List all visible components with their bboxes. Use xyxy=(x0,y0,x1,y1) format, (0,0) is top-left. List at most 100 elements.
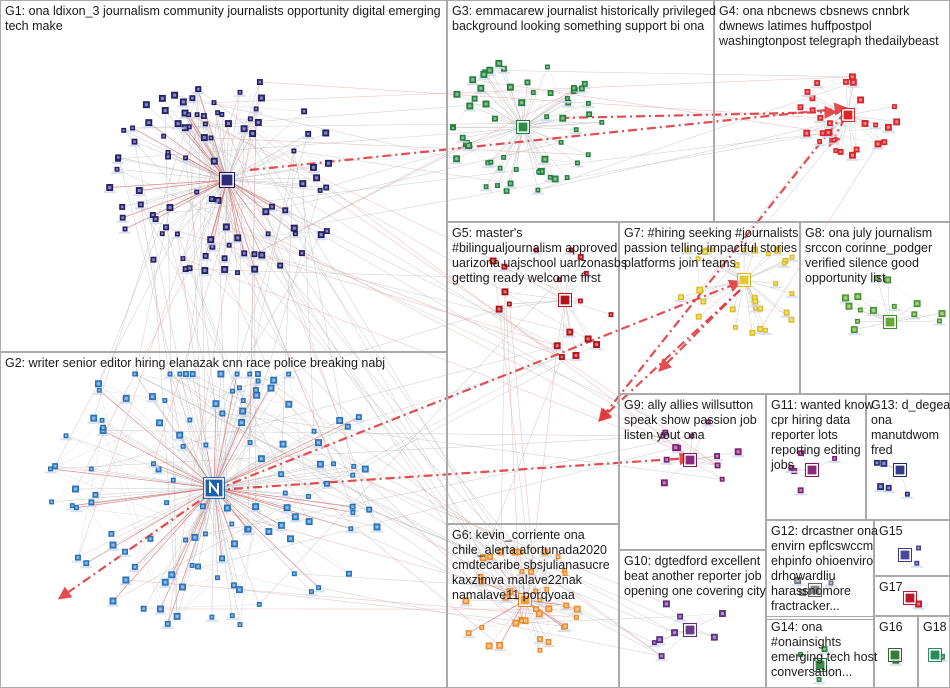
edge xyxy=(522,126,568,178)
edge xyxy=(165,487,215,583)
node xyxy=(323,228,330,235)
node xyxy=(530,90,536,95)
group-label-line: reporting editing xyxy=(771,443,861,457)
group-label-line: G11: wanted know xyxy=(771,398,875,412)
node xyxy=(872,140,885,150)
node xyxy=(462,630,475,639)
node xyxy=(256,601,262,607)
node xyxy=(199,442,212,450)
edge xyxy=(183,101,305,112)
cross-edge xyxy=(254,90,575,255)
group-labels: G1: ona ldixon_3 journalism community jo… xyxy=(5,4,950,679)
node xyxy=(205,196,218,205)
node xyxy=(558,139,564,145)
group-label-g17: G17 xyxy=(879,580,903,594)
edge xyxy=(213,102,228,181)
cross-edge xyxy=(112,338,589,602)
edge xyxy=(226,179,245,254)
node xyxy=(483,66,496,76)
node xyxy=(305,518,313,526)
group-label-line: envirn epflcswccm xyxy=(771,539,873,553)
cross-edge xyxy=(153,259,178,617)
node xyxy=(814,114,827,123)
cross-edge xyxy=(135,373,484,559)
node xyxy=(544,64,550,70)
node xyxy=(555,554,561,560)
node xyxy=(192,86,205,95)
node xyxy=(223,504,231,512)
node xyxy=(186,371,199,380)
node xyxy=(252,378,265,386)
node xyxy=(255,251,268,261)
node xyxy=(71,554,84,563)
edge xyxy=(226,179,263,256)
cross-edge xyxy=(321,234,718,466)
node xyxy=(177,443,190,451)
hub-node xyxy=(898,548,912,562)
cross-edge xyxy=(152,132,829,216)
node xyxy=(165,571,178,581)
group-label-line: srccon corinne_podger xyxy=(805,241,932,255)
node xyxy=(680,247,693,255)
panel-g7 xyxy=(619,222,800,394)
edge xyxy=(50,398,127,470)
node xyxy=(182,112,195,120)
node xyxy=(285,400,293,408)
node xyxy=(771,246,784,256)
node xyxy=(537,647,543,653)
node xyxy=(785,464,798,473)
edge xyxy=(226,179,327,188)
node xyxy=(492,115,498,122)
hub-node xyxy=(516,120,530,134)
group-label-line: G15 xyxy=(879,524,903,538)
node xyxy=(161,107,169,114)
cross-edge xyxy=(286,344,597,508)
node xyxy=(72,485,79,493)
inter-group-edges xyxy=(57,102,848,600)
edge xyxy=(213,443,284,489)
node xyxy=(289,513,302,523)
node xyxy=(225,120,232,128)
node xyxy=(729,306,736,313)
group-label-line: namalave11 porqyoaa xyxy=(452,588,575,602)
node xyxy=(149,216,162,225)
group-label-line: G3: emmacarew journalist historically pr… xyxy=(452,4,716,18)
node xyxy=(44,466,57,474)
node xyxy=(156,419,163,427)
edge xyxy=(564,249,572,301)
inter-group-arrow xyxy=(559,105,838,120)
node xyxy=(230,582,237,589)
node xyxy=(248,265,261,275)
cross-edge xyxy=(179,373,532,573)
node xyxy=(837,148,844,155)
edge xyxy=(165,110,198,115)
edge xyxy=(515,126,524,170)
edge xyxy=(102,427,215,489)
node xyxy=(346,570,352,577)
edge xyxy=(452,126,524,129)
node xyxy=(709,247,715,253)
cross-edge xyxy=(319,190,718,466)
edge xyxy=(221,114,228,181)
node xyxy=(126,125,139,133)
edge xyxy=(522,87,575,128)
cross-edge xyxy=(54,161,215,467)
node xyxy=(262,231,275,239)
node xyxy=(70,505,83,513)
node xyxy=(459,597,472,607)
node xyxy=(258,94,265,102)
node xyxy=(161,620,174,629)
edge xyxy=(488,599,526,647)
cross-edge xyxy=(177,233,207,445)
group-label-line: #onainsights xyxy=(771,635,841,649)
node xyxy=(506,301,512,307)
node xyxy=(798,652,804,657)
cross-edge xyxy=(261,254,570,333)
node xyxy=(331,461,336,467)
edge xyxy=(226,123,229,181)
edge xyxy=(124,179,228,230)
cross-edge xyxy=(214,76,853,103)
edge xyxy=(854,321,891,330)
node xyxy=(111,166,124,174)
